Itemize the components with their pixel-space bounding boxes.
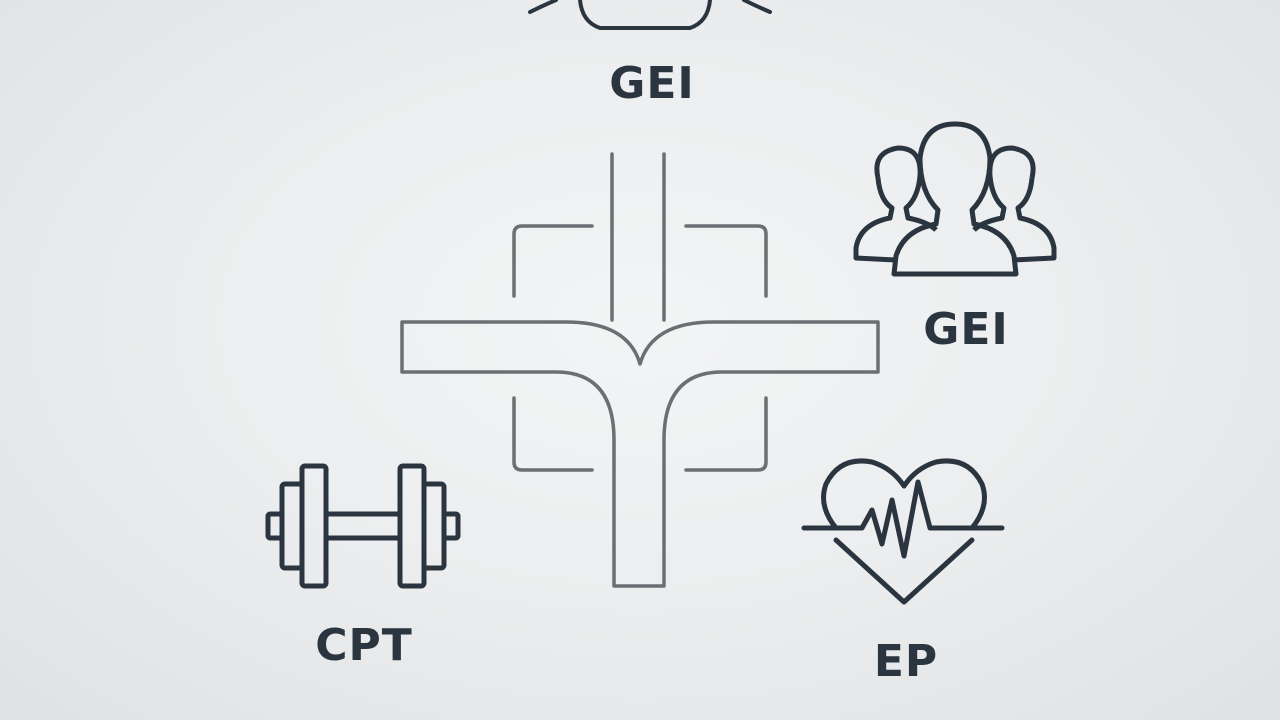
- bottom-right-node-label: EP: [873, 636, 939, 687]
- bottom-left-node-label: CPT: [315, 620, 413, 671]
- top-node-label: GEI: [609, 58, 695, 109]
- group-people-icon: [850, 118, 1060, 280]
- hand-dish-icon: [520, 0, 780, 40]
- heartbeat-heart-icon: [800, 452, 1006, 608]
- right-node-label: GEI: [923, 304, 1009, 355]
- crossroads-junction-icon: [396, 150, 886, 592]
- dumbbell-icon: [264, 462, 462, 590]
